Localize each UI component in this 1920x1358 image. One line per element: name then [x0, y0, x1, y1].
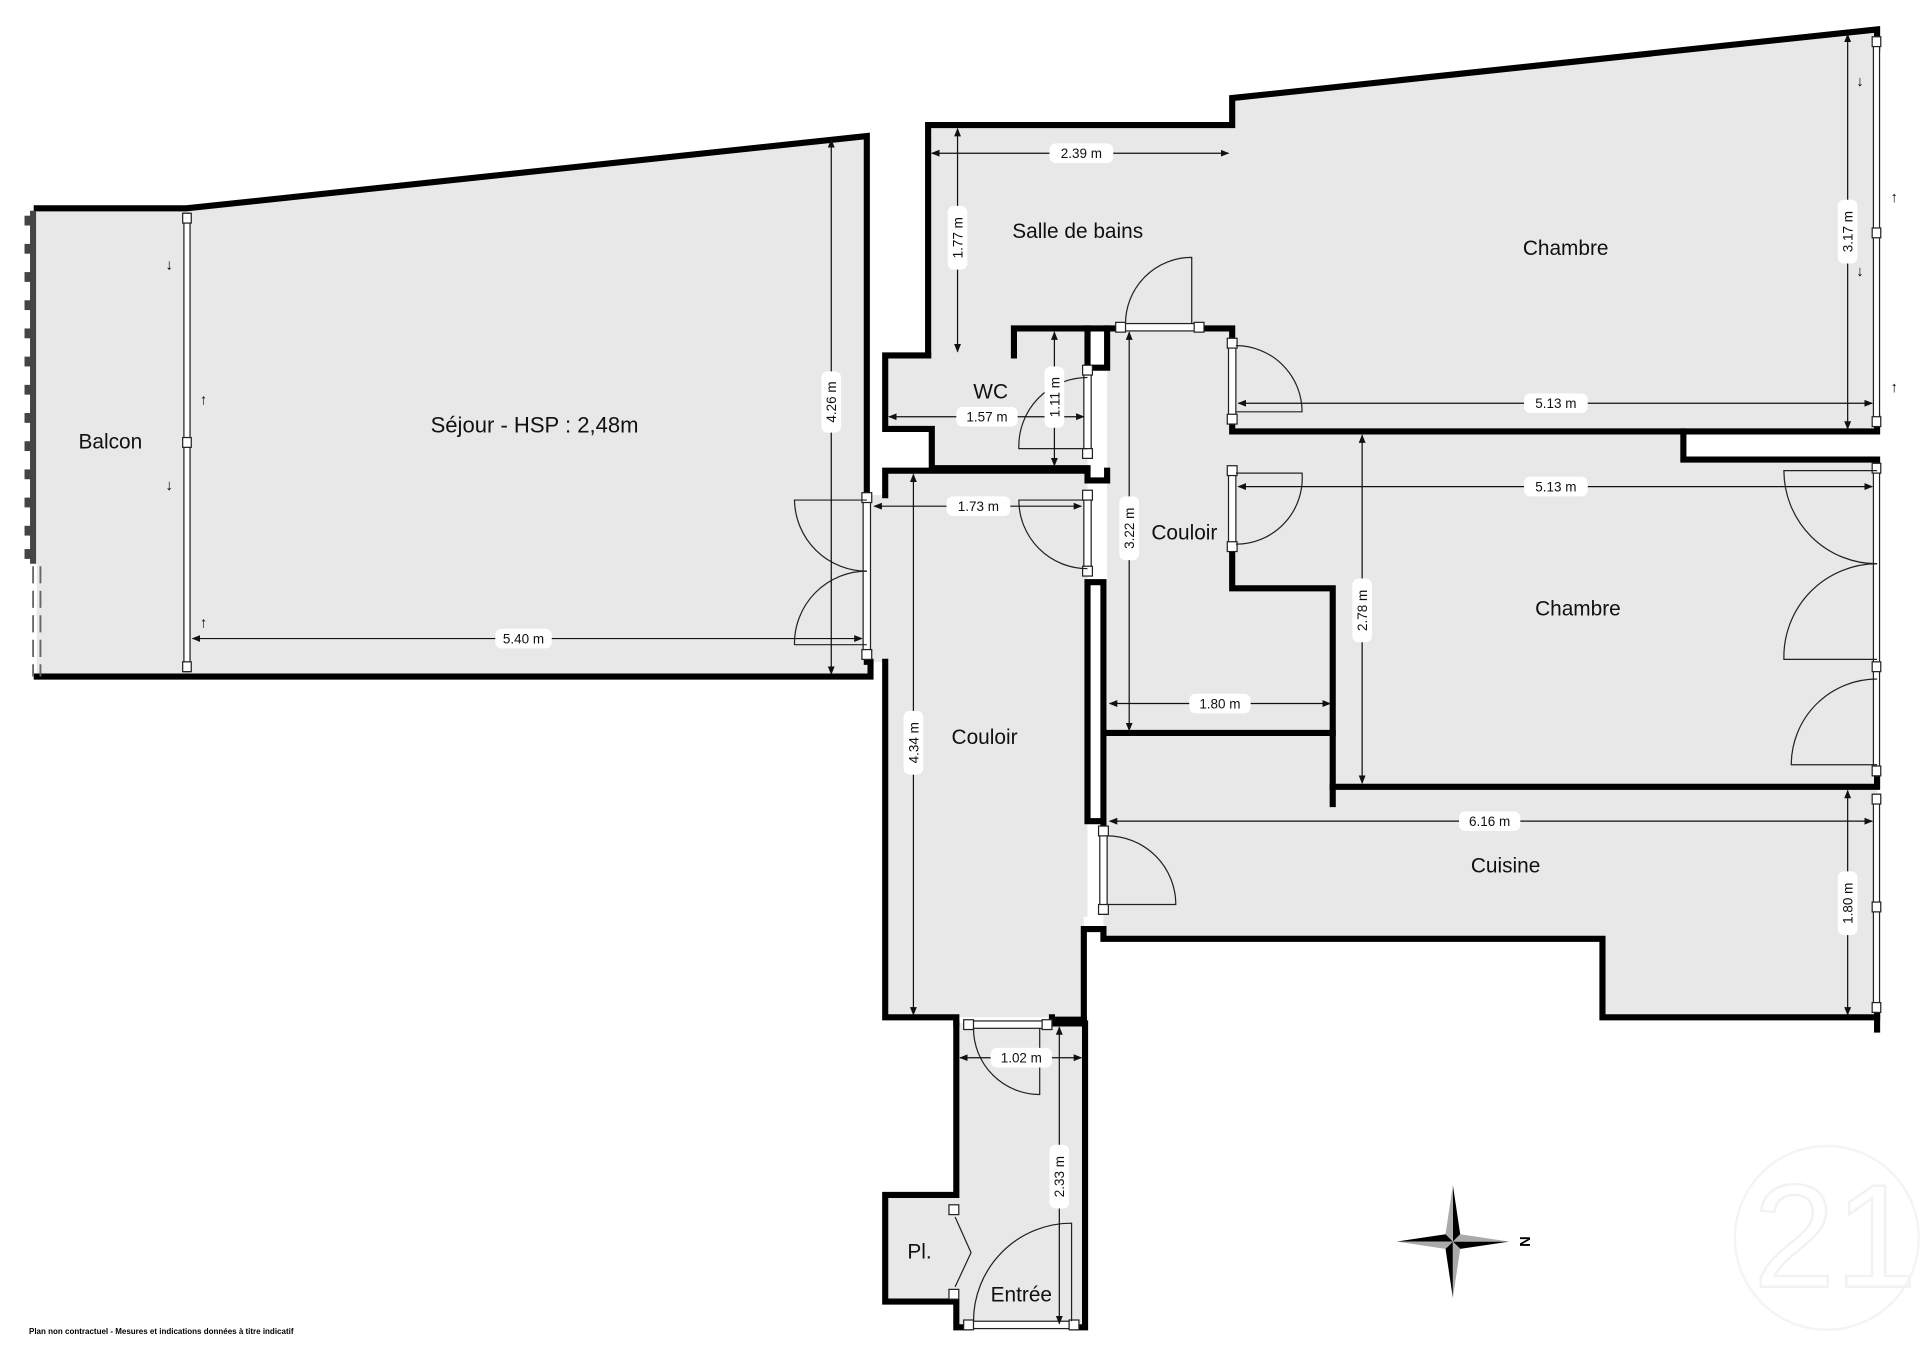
dim-couloir1-width: 1.80 m	[1199, 696, 1240, 711]
compass-rose-icon: N	[1396, 1185, 1532, 1298]
floor-fills	[36, 29, 1878, 1328]
dim-chambre2-width: 5.13 m	[1535, 479, 1576, 494]
svg-text:↓: ↓	[1856, 74, 1863, 90]
label-sejour: Séjour - HSP : 2,48m	[431, 413, 639, 438]
dimension-labels: 5.40 m 4.26 m 2.39 m 1.77 m 1.57 m 1.11 …	[495, 143, 1858, 1209]
room-wc	[885, 328, 1088, 469]
label-couloir-2: Couloir	[952, 726, 1018, 749]
compass-north-label: N	[1516, 1236, 1532, 1247]
dim-chambre1-width: 5.13 m	[1535, 396, 1576, 411]
dim-bath-height: 1.77 m	[950, 217, 965, 258]
balcon-railing	[24, 215, 32, 559]
room-chambre-2	[1232, 431, 1878, 787]
svg-text:↑: ↑	[200, 392, 207, 408]
doors	[793, 256, 1878, 1331]
svg-text:↑: ↑	[1891, 380, 1898, 396]
label-couloir-1: Couloir	[1151, 521, 1217, 544]
svg-text:↑: ↑	[200, 616, 207, 632]
dim-chambre1-height: 3.17 m	[1841, 211, 1856, 252]
dim-cuisine-height: 1.80 m	[1841, 883, 1856, 924]
watermark-logo: 21	[1733, 1144, 1920, 1332]
label-chambre-2: Chambre	[1535, 597, 1621, 620]
dim-cuisine-width: 6.16 m	[1469, 814, 1510, 829]
label-wc: WC	[973, 380, 1008, 403]
windows: ↓ ↑ ↓ ↑ ↓ ↑ ↓ ↑	[166, 36, 1898, 1013]
dim-couloir2-width: 1.73 m	[958, 499, 999, 514]
dim-couloir2-height: 4.34 m	[906, 722, 921, 763]
room-salle-de-bains	[928, 125, 1233, 356]
svg-text:↑: ↑	[1891, 190, 1898, 206]
room-chambre-1	[1232, 29, 1878, 432]
svg-text:↓: ↓	[166, 258, 173, 274]
dim-wc-height: 1.11 m	[1047, 377, 1062, 417]
room-entree	[956, 1023, 1086, 1328]
room-cuisine	[1103, 732, 1878, 1018]
svg-text:21: 21	[1753, 1155, 1917, 1319]
dim-entree-width: 1.02 m	[1001, 1051, 1042, 1066]
dim-chambre2-height: 2.78 m	[1355, 590, 1370, 631]
label-entree: Entrée	[991, 1284, 1052, 1307]
label-placard: Pl.	[907, 1241, 931, 1264]
room-placard	[885, 1194, 957, 1302]
room-couloir-1	[1107, 328, 1333, 733]
label-chambre-1: Chambre	[1523, 237, 1609, 260]
label-salle-de-bains: Salle de bains	[1012, 220, 1143, 243]
dim-couloir1-height: 3.22 m	[1122, 508, 1137, 549]
dim-sejour-width: 5.40 m	[503, 631, 544, 646]
label-cuisine: Cuisine	[1471, 855, 1540, 878]
dim-bath-width: 2.39 m	[1061, 146, 1102, 161]
room-balcon	[36, 208, 187, 677]
disclaimer-footer: Plan non contractuel - Mesures et indica…	[29, 1327, 294, 1336]
dim-sejour-height: 4.26 m	[824, 381, 839, 422]
label-balcon: Balcon	[78, 431, 142, 454]
dim-wc-width: 1.57 m	[966, 410, 1007, 425]
room-sejour	[186, 136, 867, 677]
dim-entree-height: 2.33 m	[1052, 1156, 1067, 1197]
svg-text:↓: ↓	[1856, 264, 1863, 280]
svg-text:↓: ↓	[166, 478, 173, 494]
room-labels: Balcon Séjour - HSP : 2,48m Salle de bai…	[78, 220, 1620, 1307]
room-couloir-2	[870, 470, 1088, 1018]
